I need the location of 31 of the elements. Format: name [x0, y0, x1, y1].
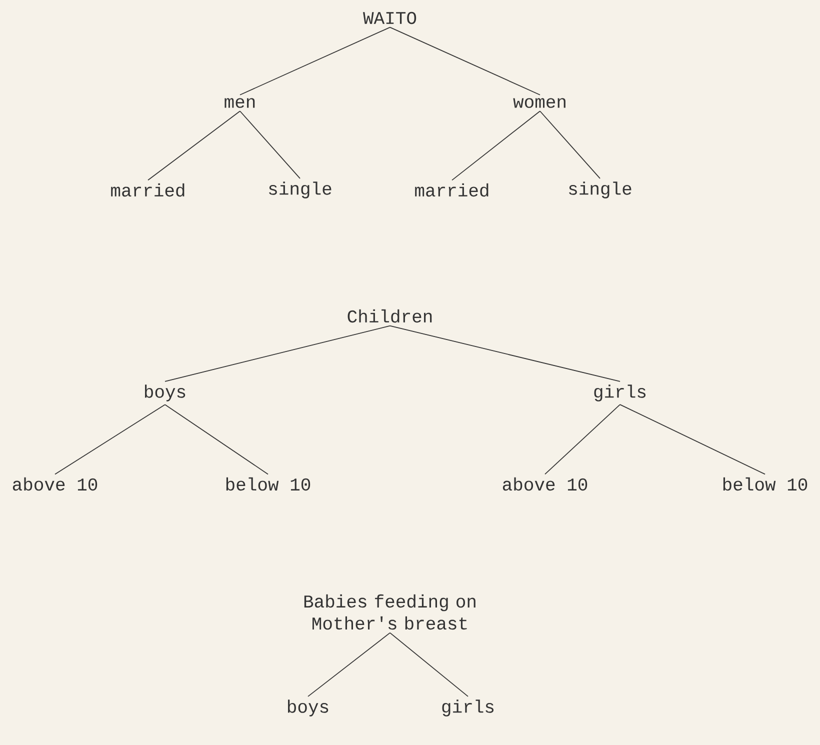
tree-label: married: [415, 183, 488, 197]
tree-label: men: [224, 98, 255, 108]
branch-line: [240, 26, 390, 96]
branch-line: [164, 325, 390, 382]
branch-line: [540, 110, 600, 179]
branch-line: [240, 110, 300, 179]
tree-label: married: [111, 183, 184, 197]
branch-line: [452, 110, 540, 181]
branch-line: [390, 26, 540, 96]
tree-label: above 10: [12, 477, 98, 491]
tree-label: below 10: [226, 477, 310, 491]
tree-label: Children: [348, 309, 432, 323]
branch-line: [54, 404, 166, 475]
tree-label: boys: [288, 700, 328, 716]
branch-line: [544, 404, 620, 475]
tree-label: girls: [594, 384, 646, 402]
branch-line: [390, 632, 468, 697]
tree-label: below 10: [723, 477, 808, 491]
tree-label: women: [513, 98, 566, 108]
branch-line: [308, 632, 390, 697]
tree-label: WAITO: [363, 12, 416, 24]
tree-label: boys: [144, 384, 186, 402]
branch-line: [620, 404, 766, 475]
tree-label: girls: [442, 700, 494, 716]
tree-label: Babies feeding on Mother's breast: [304, 594, 476, 630]
branch-line: [390, 325, 620, 382]
tree-label: single: [269, 182, 332, 198]
branch-line: [164, 404, 268, 475]
tree-label: single: [569, 182, 632, 198]
branch-line: [148, 110, 240, 181]
tree-label: above 10: [502, 477, 588, 491]
